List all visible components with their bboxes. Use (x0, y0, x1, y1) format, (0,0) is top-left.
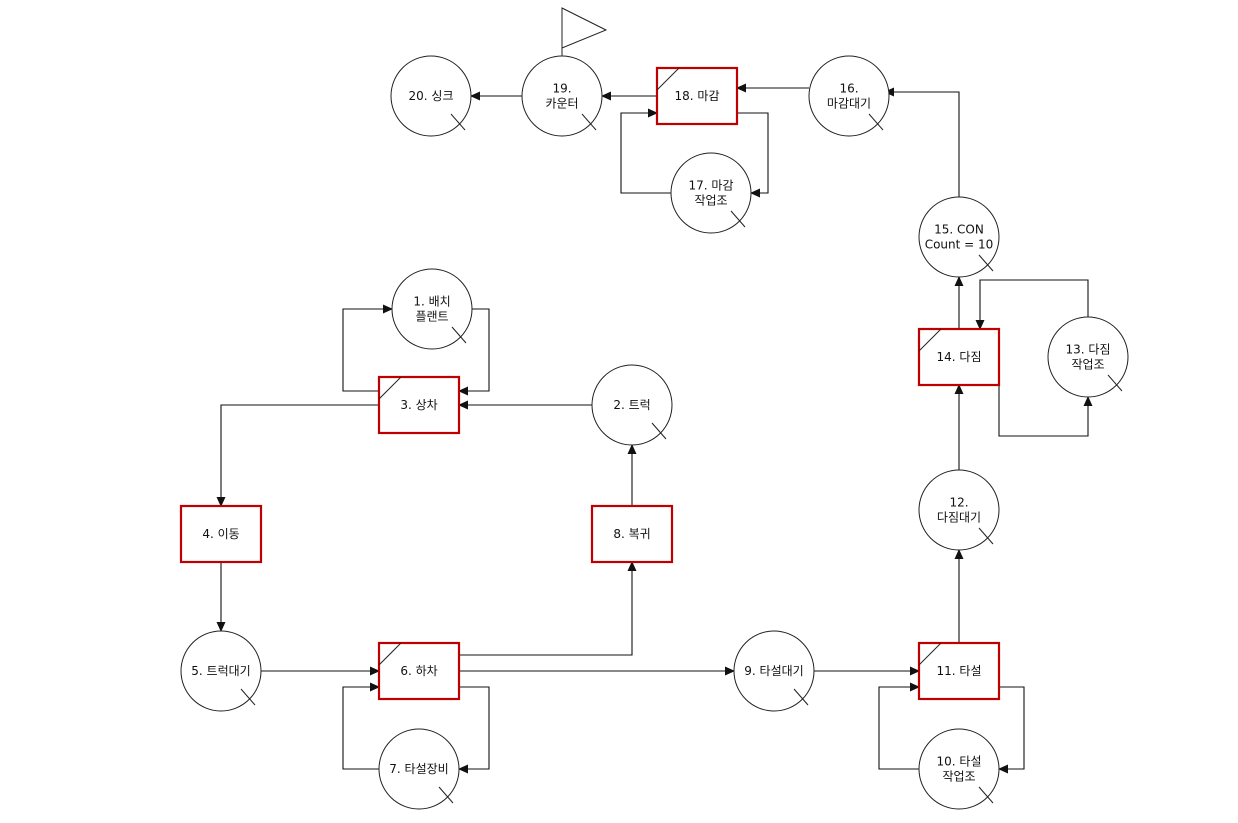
node-n14-activity: 14. 다짐 (917, 327, 1001, 387)
queue-tick-mark (240, 688, 256, 706)
edge-n14-to-n13 (998, 371, 1093, 437)
node-n8-activity: 8. 복귀 (590, 504, 674, 564)
edge-n11-to-n10 (998, 686, 1025, 774)
edge-n3-to-n1 (342, 304, 393, 392)
edge-n3-to-n4 (216, 404, 379, 507)
node-n11-activity: 11. 타설 (917, 641, 1001, 701)
node-label: 12. (949, 496, 968, 510)
queue-tick-mark (730, 210, 746, 228)
node-label: 19. (552, 82, 571, 96)
node-label: Count = 10 (925, 238, 994, 252)
node-label: 16. (839, 82, 858, 96)
edge-n7-to-n6 (342, 682, 380, 770)
node-n2-queue: 2. 트럭 (591, 364, 673, 446)
node-n3-activity: 3. 상차 (377, 375, 461, 435)
node-n9-queue: 9. 타설대기 (733, 630, 815, 712)
queue-circle (378, 728, 460, 810)
queue-tick-mark (651, 422, 667, 440)
node-label: 4. 이동 (202, 527, 239, 541)
node-label: 10. 타설 (937, 755, 982, 769)
queue-circle (733, 630, 815, 712)
node-label: 18. 마감 (675, 89, 720, 103)
activity-box (179, 504, 263, 564)
queue-circle (918, 469, 1000, 551)
queue-tick-mark (793, 688, 809, 706)
queue-tick-mark (978, 254, 994, 272)
node-label: 3. 상차 (400, 398, 437, 412)
combi-slash-mark (918, 328, 942, 352)
decorations (561, 7, 608, 56)
node-label: 마감대기 (827, 97, 871, 111)
node-label: 7. 타설장비 (389, 762, 448, 776)
node-n4-activity: 4. 이동 (179, 504, 263, 564)
queue-tick-mark (1107, 374, 1123, 392)
node-label: 17. 마감 (689, 179, 734, 193)
node-label: 5. 트럭대기 (191, 664, 250, 678)
combi-slash-mark (378, 376, 402, 400)
queue-tick-mark (450, 113, 466, 131)
node-n7-queue: 7. 타설장비 (378, 728, 460, 810)
queue-circle (180, 630, 262, 712)
node-label: 작업조 (694, 194, 727, 208)
node-n18-activity: 18. 마감 (655, 66, 739, 126)
combi-slash-mark (378, 642, 402, 666)
node-label: 14. 다짐 (937, 350, 982, 364)
node-label: 20. 싱크 (409, 89, 454, 103)
queue-circle (808, 55, 890, 137)
node-label: 1. 배치 (413, 295, 450, 309)
combi-slash-mark (656, 67, 680, 91)
edge-n13-to-n14 (975, 279, 1089, 330)
queue-tick-mark (438, 786, 454, 804)
queue-tick-mark (978, 786, 994, 804)
queue-tick-mark (451, 326, 467, 344)
flag-icon (561, 7, 608, 49)
queue-tick-mark (868, 113, 884, 131)
edge-n15-to-n16 (884, 87, 960, 197)
node-label: 9. 타설대기 (744, 664, 803, 678)
edge-n6-to-n8 (459, 561, 637, 656)
edge-n6-to-n7 (458, 686, 490, 774)
node-label: 작업조 (942, 770, 975, 784)
queue-circle (918, 728, 1000, 810)
node-n20-queue: 20. 싱크 (390, 55, 472, 137)
queue-circle (390, 55, 472, 137)
combi-slash-mark (918, 642, 942, 666)
queue-circle (1047, 316, 1129, 398)
node-label: 6. 하차 (400, 664, 437, 678)
node-label: 카운터 (545, 97, 578, 111)
edge-n17-to-n18 (620, 108, 671, 194)
activity-box (590, 504, 674, 564)
edge-n18-to-n17 (737, 112, 769, 198)
node-label: 15. CON (934, 223, 984, 237)
node-n5-queue: 5. 트럭대기 (180, 630, 262, 712)
node-label: 다짐대기 (937, 511, 981, 525)
edges (216, 83, 1093, 774)
node-label: 2. 트럭 (613, 398, 650, 412)
node-n12-queue: 12.다짐대기 (918, 469, 1000, 551)
node-label: 플랜트 (415, 310, 448, 324)
node-label: 작업조 (1071, 358, 1104, 372)
node-n6-activity: 6. 하차 (377, 641, 461, 701)
queue-tick-mark (581, 113, 597, 131)
node-n19-queue: 19.카운터 (521, 55, 603, 137)
edge-n10-to-n11 (878, 682, 920, 770)
queue-circle (670, 152, 752, 234)
node-label: 13. 다짐 (1066, 343, 1111, 357)
node-n16-queue: 16.마감대기 (808, 55, 890, 137)
queue-circle (918, 196, 1000, 278)
queue-circle (591, 364, 673, 446)
node-label: 11. 타설 (937, 664, 982, 678)
node-label: 8. 복귀 (613, 527, 650, 541)
edge-n1-to-n3 (458, 308, 490, 396)
queue-circle (391, 268, 473, 350)
queue-tick-mark (978, 527, 994, 545)
